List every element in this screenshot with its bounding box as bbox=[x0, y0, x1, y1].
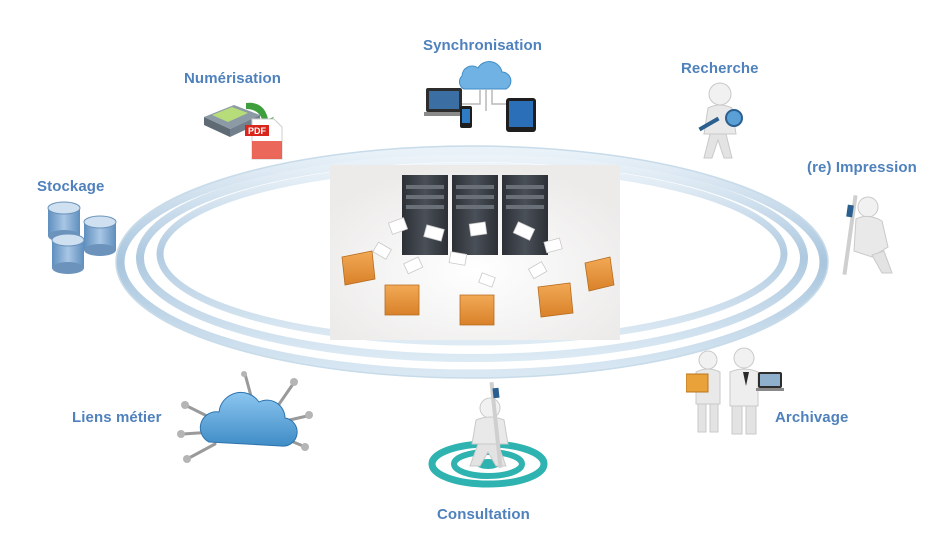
database-icon bbox=[44, 200, 122, 276]
pencil-figure-icon bbox=[838, 185, 898, 283]
cloud-tools-icon bbox=[175, 370, 315, 470]
synchronisation-label: Synchronisation bbox=[423, 37, 543, 54]
recherche-label: Recherche bbox=[681, 60, 759, 77]
archivage-label: Archivage bbox=[775, 409, 849, 426]
svg-text:PDF: PDF bbox=[248, 126, 267, 136]
business-figures-icon bbox=[686, 346, 786, 438]
consultation-label: Consultation bbox=[437, 506, 530, 523]
cloud-devices-icon bbox=[424, 56, 542, 136]
target-figure-icon bbox=[428, 380, 548, 488]
magnifier-figure-icon bbox=[694, 80, 752, 164]
server-folders-icon bbox=[330, 165, 620, 340]
scanner-pdf-icon: PDF bbox=[200, 93, 290, 165]
stockage-label: Stockage bbox=[37, 178, 105, 195]
liens-metier-label: Liens métier bbox=[72, 409, 162, 426]
reimpression-label: (re) Impression bbox=[807, 159, 917, 176]
numerisation-label: Numérisation bbox=[184, 70, 282, 87]
